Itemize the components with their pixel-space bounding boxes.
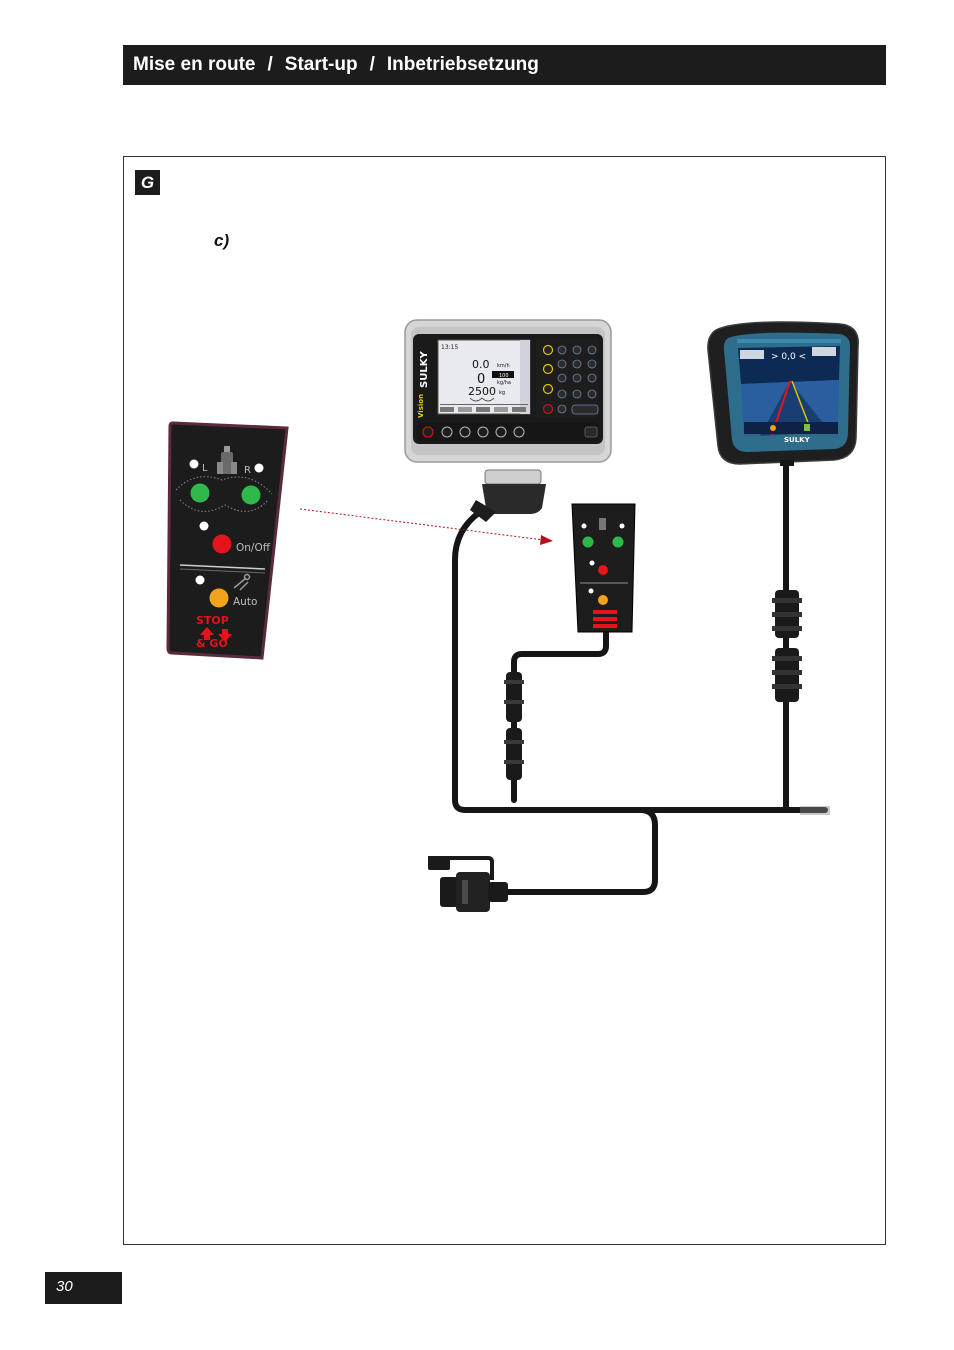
vision-console: SULKY Vision 13:15 0.0 km/h 0 100 kg/ha …	[404, 319, 612, 522]
gps-terminal: > 0,0 < SULKY	[707, 321, 859, 466]
keypad-label-auto: Auto	[233, 596, 257, 608]
gps-brand: SULKY	[784, 436, 811, 444]
vision-keypad	[536, 338, 599, 418]
inline-connector-keypad	[504, 672, 524, 780]
header-title-en: Start-up	[284, 54, 358, 75]
keypad-label-l: L	[202, 463, 208, 474]
keypad-label-onoff: On/Off	[236, 542, 271, 554]
zoom-arrow	[299, 508, 553, 545]
led-onoff	[199, 521, 209, 531]
vision-reading-hopper: 2500	[468, 385, 496, 398]
vision-unit-rate: kg/ha	[497, 380, 511, 386]
spreader-icon	[233, 573, 251, 591]
step-label: c)	[214, 231, 230, 250]
tractor-icon	[217, 446, 237, 474]
cable-fade	[800, 806, 830, 815]
cable-keypad	[511, 629, 609, 803]
button-auto	[209, 588, 229, 608]
led-right	[254, 463, 264, 473]
header-bar: Mise en route / Start-up / Inbetriebsetz…	[123, 45, 886, 85]
vision-unit-speed: km/h	[497, 363, 510, 369]
header-title-fr: Mise en route	[133, 54, 256, 75]
vision-rate-target: 100	[499, 373, 509, 379]
vision-plug	[470, 469, 546, 522]
gps-readout: > 0,0 <	[771, 352, 806, 362]
vision-unit-hopper: kg	[499, 390, 505, 396]
button-onoff	[212, 534, 232, 554]
inline-connector-gps	[772, 590, 802, 702]
cable-vision	[452, 509, 643, 813]
keypad-stopgo-go: & GO	[196, 637, 228, 650]
keypad-enlarged: L R On/Off Auto STOP & GO	[166, 421, 289, 660]
cable-harness	[452, 455, 828, 895]
vision-reading-speed: 0.0	[472, 358, 490, 371]
vision-lcd	[437, 339, 531, 415]
vision-model: Vision	[417, 394, 425, 418]
keypad-stopgo-stop: STOP	[196, 614, 229, 627]
header-title-de: Inbetriebsetzung	[386, 54, 539, 75]
stopgo-arrows-icon	[200, 627, 232, 642]
cable-iso	[502, 807, 658, 895]
content-frame	[123, 156, 886, 1245]
keypad-small	[571, 503, 636, 633]
led-left	[189, 459, 199, 469]
header-separator-1: /	[267, 54, 273, 75]
vision-brand: SULKY	[419, 351, 430, 388]
keypad-label-r: R	[244, 465, 251, 476]
page-number: 30	[45, 1272, 122, 1304]
led-auto	[195, 575, 205, 585]
section-badge: G	[135, 170, 160, 195]
button-section-left	[190, 483, 210, 503]
header-separator-2: /	[369, 54, 375, 75]
gps-screen: > 0,0 <	[738, 346, 840, 436]
vision-softkeys	[417, 423, 599, 441]
vision-reading-rate: 0	[477, 372, 485, 387]
vision-time: 13:15	[441, 344, 458, 351]
button-section-right	[241, 485, 261, 505]
iso-power-plug	[428, 856, 508, 912]
